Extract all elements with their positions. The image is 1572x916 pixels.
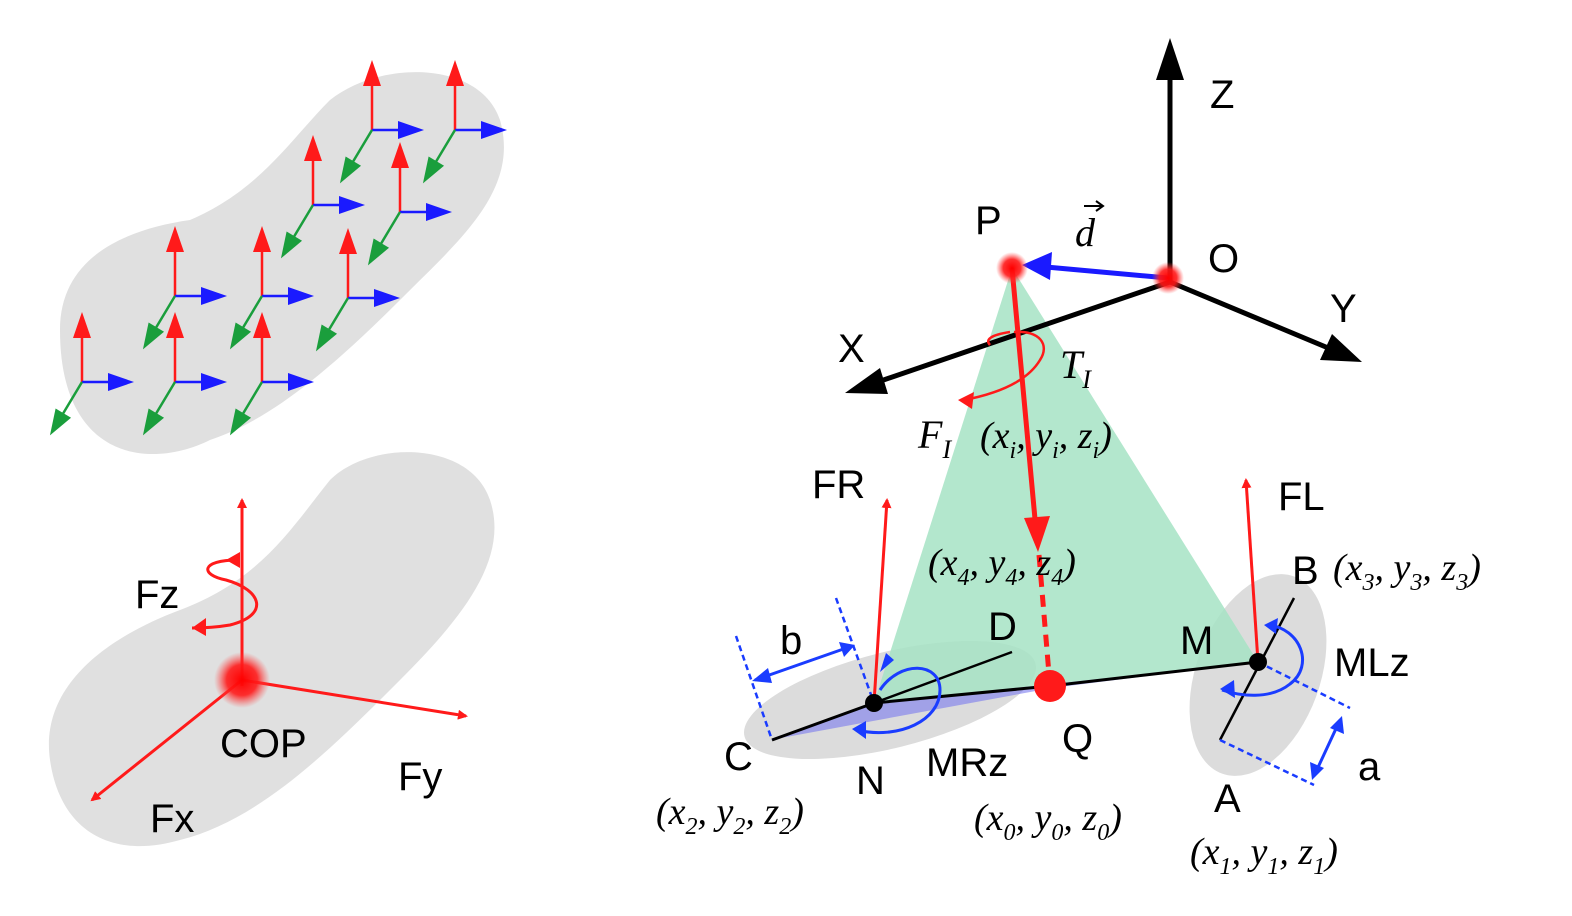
label-x: X <box>838 327 865 371</box>
foot-shadow-bottom <box>48 452 495 847</box>
triad-8-z-arrow-head <box>166 312 184 338</box>
force-fi-dashed <box>1036 554 1053 687</box>
fy-arrow <box>241 678 468 720</box>
label-fl: FL <box>1278 475 1325 519</box>
label-coord-4: (x4, y4, z4) <box>928 542 1076 591</box>
fx-arrow <box>90 678 243 802</box>
point-o <box>1152 262 1184 294</box>
triad-6-z-arrow-head <box>339 228 357 254</box>
fl-arrow <box>1241 478 1260 663</box>
triad-2-x-arrow-head <box>280 231 303 259</box>
x-axis <box>859 279 1171 391</box>
label-coord-0: (x0, y0, z0) <box>974 797 1122 846</box>
fr-arrow <box>872 498 892 704</box>
label-q: Q <box>1062 717 1093 761</box>
label-a: A <box>1214 777 1241 821</box>
torque-ti-icon <box>963 330 1046 402</box>
label-n: N <box>856 759 885 803</box>
label-z: Z <box>1210 73 1234 117</box>
triad-9-z-arrow-head <box>253 312 271 338</box>
triad-0-y-arrow-head <box>398 121 424 139</box>
y-axis <box>1169 279 1346 358</box>
label-y: Y <box>1330 287 1357 331</box>
force-fi-arrow <box>1009 267 1039 531</box>
vector-d-arrow <box>1034 263 1169 281</box>
triad-4-z-arrow-head <box>166 226 184 252</box>
point-p <box>996 252 1028 284</box>
label-dim-a: a <box>1358 745 1381 789</box>
edge-n-q <box>873 684 1051 705</box>
label-p: P <box>975 199 1002 243</box>
label-dim-b: b <box>780 619 802 663</box>
support-pyramid <box>874 268 1258 703</box>
triad-9-x-arrow-head <box>229 408 252 436</box>
label-b-point: B <box>1292 549 1319 593</box>
triad-1-y-arrow-head <box>481 121 507 139</box>
distributed-foot-group <box>49 60 507 455</box>
dim-a-top <box>1257 660 1351 710</box>
label-coord-1: (x1, y1, z1) <box>1190 831 1338 880</box>
label-vec-d: d <box>1075 210 1096 255</box>
triad-0-x-arrow-head <box>339 156 362 184</box>
triad-4-y-arrow-head <box>201 287 227 305</box>
label-fr: FR <box>812 463 865 507</box>
dim-a-bottom <box>1219 738 1315 787</box>
mlz-moment-icon <box>1221 623 1305 697</box>
label-m: M <box>1180 619 1213 663</box>
point-m <box>1249 653 1267 671</box>
label-mrz: MRz <box>926 741 1008 785</box>
triad-1-x-arrow-head <box>422 156 445 184</box>
foot-shadow-top <box>60 72 504 455</box>
label-coord-2: (x2, y2, z2) <box>656 791 804 840</box>
label-o: O <box>1208 237 1239 281</box>
mrz-moment-icon <box>855 666 942 735</box>
edge-q-m <box>1049 660 1259 688</box>
dim-b-left <box>734 635 774 741</box>
dim-b-arrow <box>754 644 853 682</box>
dim-b-right <box>834 597 876 704</box>
label-c: C <box>724 735 753 779</box>
label-mlz: MLz <box>1334 641 1410 685</box>
label-coord-i: (xi, yi, zi) <box>980 415 1112 464</box>
triad-4-x-arrow-head <box>142 322 165 350</box>
triad-6-y-arrow-head <box>374 289 400 307</box>
label-fx: Fx <box>150 797 194 841</box>
triad-5-x-arrow-head <box>229 322 252 350</box>
triad-8-x-arrow-head <box>142 408 165 436</box>
triad-1-z-arrow-head <box>446 60 464 86</box>
edge-n-d <box>873 650 1013 705</box>
triad-7-z-arrow-head <box>73 312 91 338</box>
triad-2-y-arrow-head <box>339 196 365 214</box>
cop-point <box>214 652 270 708</box>
point-q <box>1034 670 1066 702</box>
label-torque: TI <box>1060 342 1092 394</box>
edge-c-n <box>771 701 875 742</box>
triad-5-z-arrow-head <box>253 226 271 252</box>
label-fz: Fz <box>135 573 179 617</box>
label-d: D <box>988 605 1017 649</box>
label-force: FI <box>917 412 952 464</box>
triad-2-z-arrow-head <box>304 135 322 161</box>
triad-3-z-arrow-head <box>391 142 409 168</box>
two-foot-model: Z X Y O P d TI FI (xi, yi, zi) FR FL (x4… <box>656 38 1481 880</box>
triad-8-y-arrow-head <box>201 373 227 391</box>
triad-0-z-arrow-head <box>363 60 381 86</box>
label-fy: Fy <box>398 755 442 799</box>
cop-foot-group: Fz COP Fy Fx <box>48 452 495 847</box>
force-triad-grid <box>49 60 507 436</box>
triad-7-x-arrow-head <box>49 408 72 436</box>
triad-7-y-arrow-head <box>108 373 134 391</box>
vec-d-overarrow-icon <box>1084 200 1105 212</box>
triad-5-y-arrow-head <box>288 287 314 305</box>
triad-6-x-arrow-head <box>315 324 338 352</box>
triad-9-y-arrow-head <box>288 373 314 391</box>
label-coord-3: (x3, y3, z3) <box>1333 547 1481 596</box>
point-n <box>865 694 883 712</box>
triad-3-y-arrow-head <box>426 203 452 221</box>
label-cop: COP <box>220 722 307 766</box>
triad-3-x-arrow-head <box>367 238 390 266</box>
fz-twist-icon <box>191 558 259 630</box>
